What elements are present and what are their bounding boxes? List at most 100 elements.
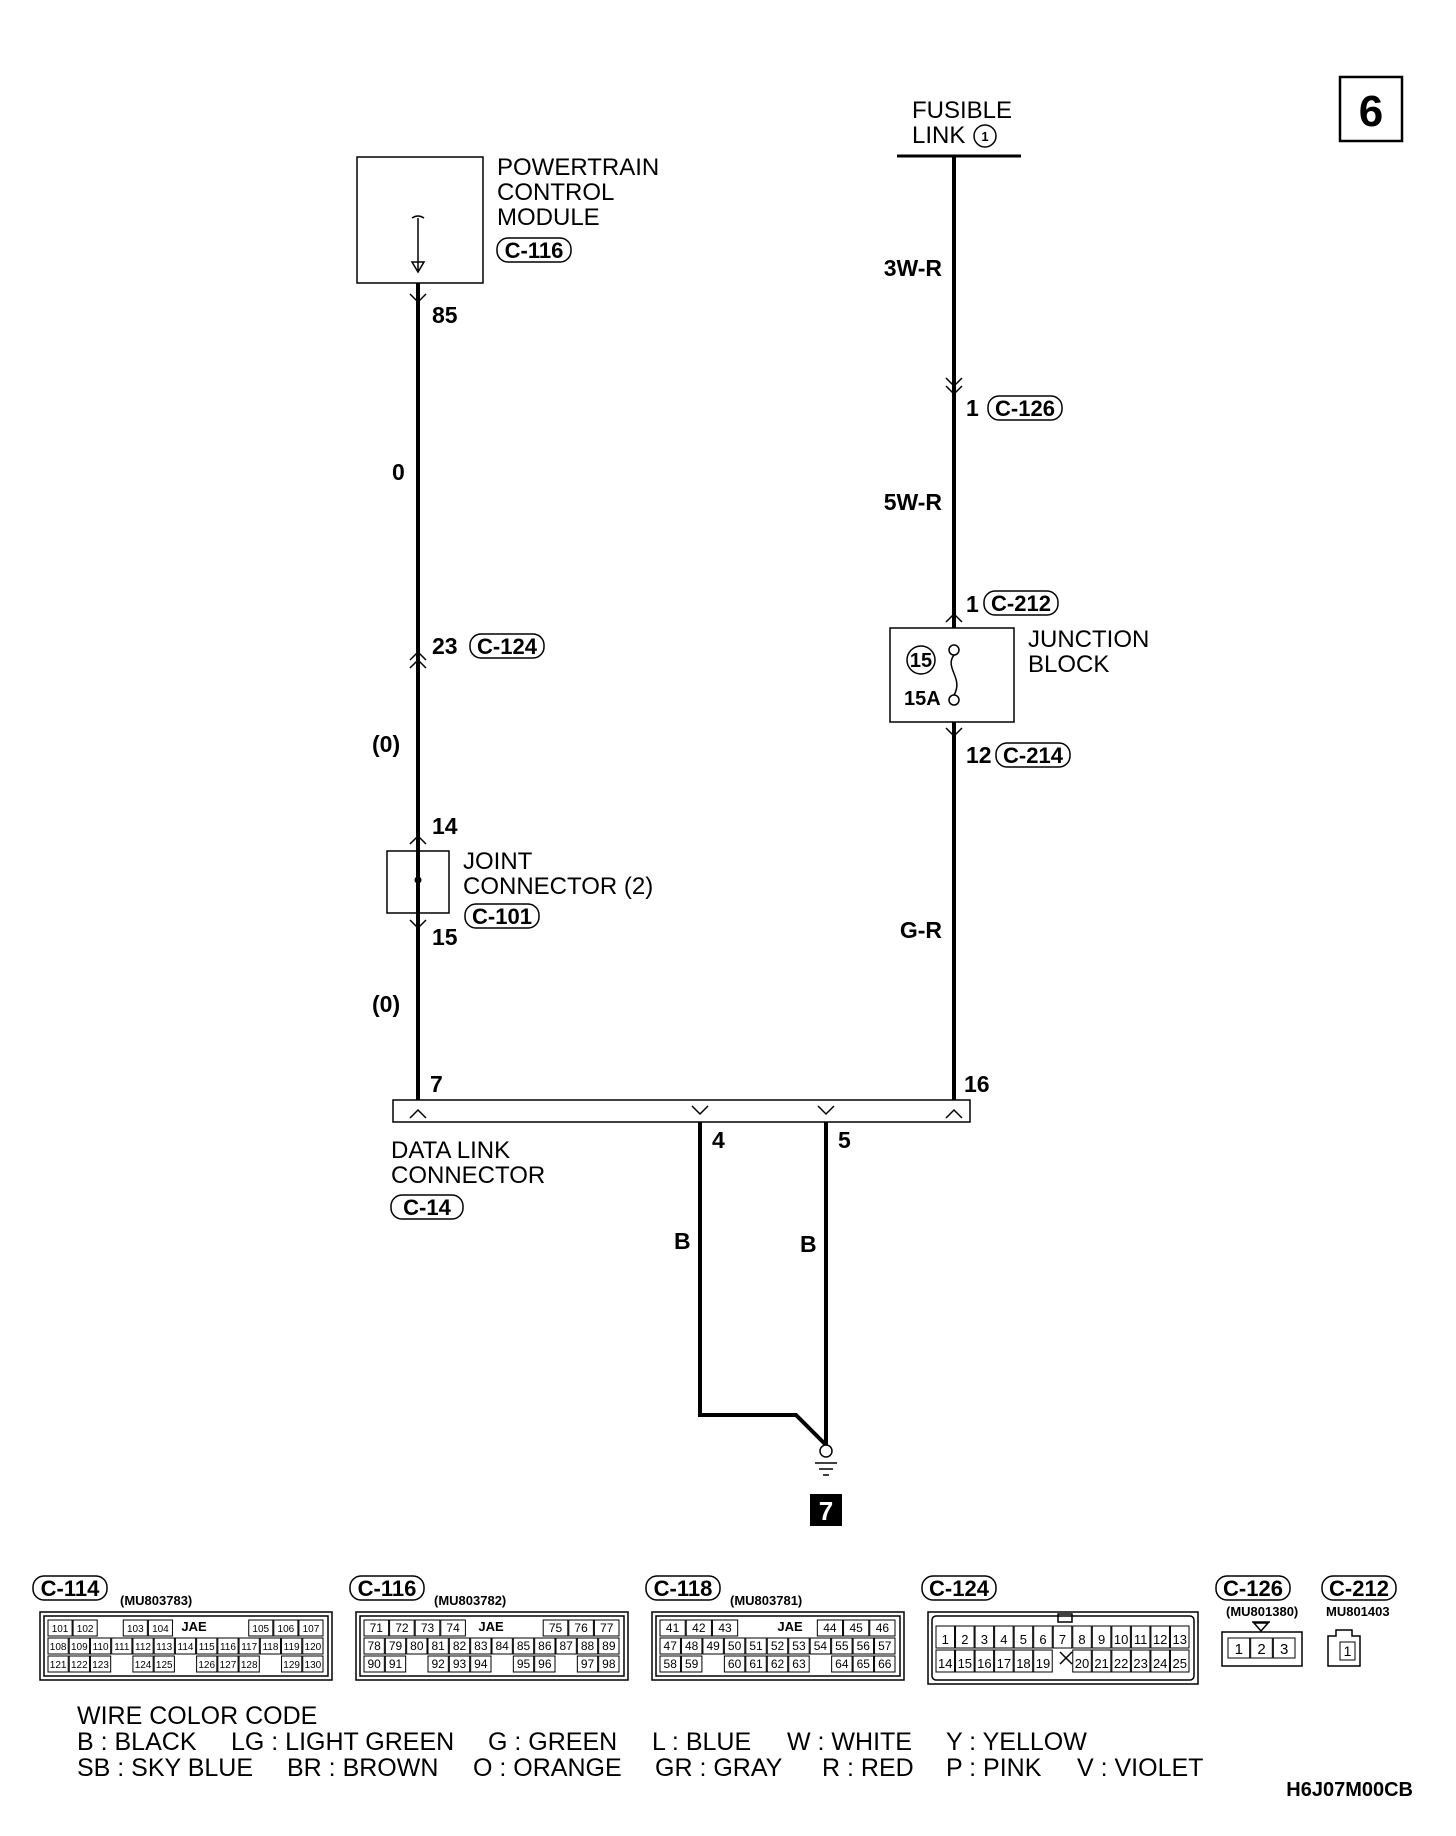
connector-pin-cell — [1227, 1637, 1251, 1659]
connector-pin-label: 97 — [581, 1657, 595, 1671]
left-wire-color-top: 0 — [392, 459, 405, 485]
connector-pin-cell — [174, 1637, 197, 1655]
connector-pin-label: 11 — [1134, 1632, 1148, 1647]
connector-pin-label: 98 — [602, 1657, 616, 1671]
connector-pin-label: 25 — [1172, 1656, 1186, 1671]
color-code-sb: SB : SKY BLUE — [77, 1754, 253, 1782]
connector-pin-cell — [852, 1655, 875, 1673]
connector-pin-label: 5 — [1020, 1632, 1027, 1647]
pin-1-c212: 1 — [966, 591, 979, 617]
connector-pin-cell — [1272, 1637, 1296, 1659]
connector-pin-cell — [47, 1619, 73, 1637]
connector-pin-cell — [427, 1637, 449, 1655]
connector-pin-cell — [723, 1637, 746, 1655]
connector-pin-label: 115 — [199, 1642, 215, 1653]
connector-pin-cell — [238, 1655, 260, 1673]
connector-pin-label: 77 — [600, 1621, 614, 1635]
connector-pin-label: 76 — [574, 1621, 588, 1635]
connector-pin-label: 74 — [446, 1621, 460, 1635]
connector-pin-cell — [874, 1637, 896, 1655]
c124-chevron — [409, 650, 427, 669]
connector-pin-label: 101 — [52, 1624, 69, 1635]
svg-text:(MU803783): (MU803783) — [120, 1593, 192, 1608]
connector-pin-cell — [1033, 1649, 1053, 1673]
connector-pin-label: 125 — [156, 1660, 173, 1671]
connector-pin-label: 117 — [241, 1642, 257, 1653]
connector-pin-label: 83 — [474, 1639, 488, 1653]
fuse-bottom-terminal — [948, 694, 960, 706]
fuse-rating: 15A — [904, 688, 941, 710]
connector-pin-cell — [68, 1637, 90, 1655]
connector-pin-cell — [47, 1637, 69, 1655]
connector-pin-label: 62 — [771, 1657, 785, 1671]
connector-pin-cell — [598, 1655, 620, 1673]
connector-pin-cell — [248, 1619, 274, 1637]
connector-pin-cell — [1150, 1625, 1170, 1649]
connector-pin-cell — [1091, 1625, 1112, 1649]
connector-pin-cell — [598, 1637, 620, 1655]
connector-pin-label: 59 — [685, 1657, 699, 1671]
junction-block-box — [889, 627, 1015, 723]
connector-pin-cell — [1111, 1625, 1131, 1649]
connector-pin-label: 122 — [71, 1660, 88, 1671]
connector-pin-cell — [72, 1619, 98, 1637]
connector-pin-cell — [955, 1649, 975, 1673]
pin-1-c126: 1 — [966, 395, 979, 421]
color-code-g: G : GREEN — [488, 1728, 617, 1756]
connector-pin-cell — [273, 1619, 299, 1637]
connector-pin-label: 3 — [981, 1632, 988, 1647]
connector-pin-label: 79 — [389, 1639, 403, 1653]
connector-pin-label: 51 — [749, 1639, 763, 1653]
color-code-gr: GR : GRAY — [655, 1754, 783, 1782]
connector-pin-label: 57 — [878, 1639, 892, 1653]
connector-pin-cell — [363, 1619, 390, 1637]
connector-pin-cell — [534, 1637, 556, 1655]
connector-pin-label: 41 — [666, 1621, 680, 1635]
connector-pin-cell — [1052, 1625, 1073, 1649]
connector-pin-cell — [384, 1637, 407, 1655]
c101-id: C-101 — [472, 904, 532, 929]
connector-pin-cell — [1111, 1649, 1131, 1673]
color-code-y: Y : YELLOW — [946, 1728, 1087, 1756]
connector-pin-cell — [147, 1619, 173, 1637]
svg-text:JAE: JAE — [181, 1619, 207, 1634]
pin-85: 85 — [432, 302, 458, 328]
connector-pin-label: 88 — [581, 1639, 595, 1653]
connector-pin-label: 106 — [278, 1624, 295, 1635]
connector-pin-label: 103 — [127, 1624, 144, 1635]
page-number: 6 — [1359, 87, 1383, 136]
connector-pin-label: 128 — [241, 1660, 258, 1671]
connector-pin-cell — [363, 1655, 385, 1673]
connector-pin-cell — [238, 1637, 260, 1655]
color-code-v: V : VIOLET — [1077, 1754, 1203, 1782]
connector-pin-cell — [448, 1655, 471, 1673]
connector-pin-label: 84 — [495, 1639, 509, 1653]
right-wire-color-mid: 5W-R — [884, 489, 943, 515]
connector-pin-label: 53 — [792, 1639, 806, 1653]
dlc-pin-16: 16 — [964, 1071, 990, 1097]
page-number-box — [1338, 75, 1404, 143]
connector-pin-cell — [1091, 1649, 1112, 1673]
connector-pin-cell — [491, 1637, 513, 1655]
connector-pin-label: 49 — [706, 1639, 720, 1653]
connector-pin-cell — [766, 1637, 789, 1655]
connector-pin-cell — [788, 1637, 810, 1655]
connector-pin-cell — [153, 1637, 175, 1655]
connector-pin-label: 73 — [421, 1621, 435, 1635]
pcm-connector-id: C-116 — [505, 238, 564, 263]
connector-pin-label: 17 — [997, 1656, 1011, 1671]
c126-chevron — [945, 377, 963, 396]
connector-pin-cell — [47, 1655, 69, 1673]
pcm-connector-tag — [496, 237, 572, 263]
dlc-pin16-chevron — [945, 1108, 963, 1119]
svg-text:C-116: C-116 — [358, 1576, 417, 1601]
svg-text:C-124: C-124 — [929, 1576, 990, 1601]
connector-pin-label: 21 — [1094, 1656, 1108, 1671]
connector-pin-label: 126 — [198, 1660, 215, 1671]
connector-pin-cell — [363, 1637, 385, 1655]
connector-pin-label: 121 — [50, 1660, 67, 1671]
svg-text:(MU803782): (MU803782) — [434, 1593, 506, 1608]
c214-tag — [995, 742, 1071, 768]
